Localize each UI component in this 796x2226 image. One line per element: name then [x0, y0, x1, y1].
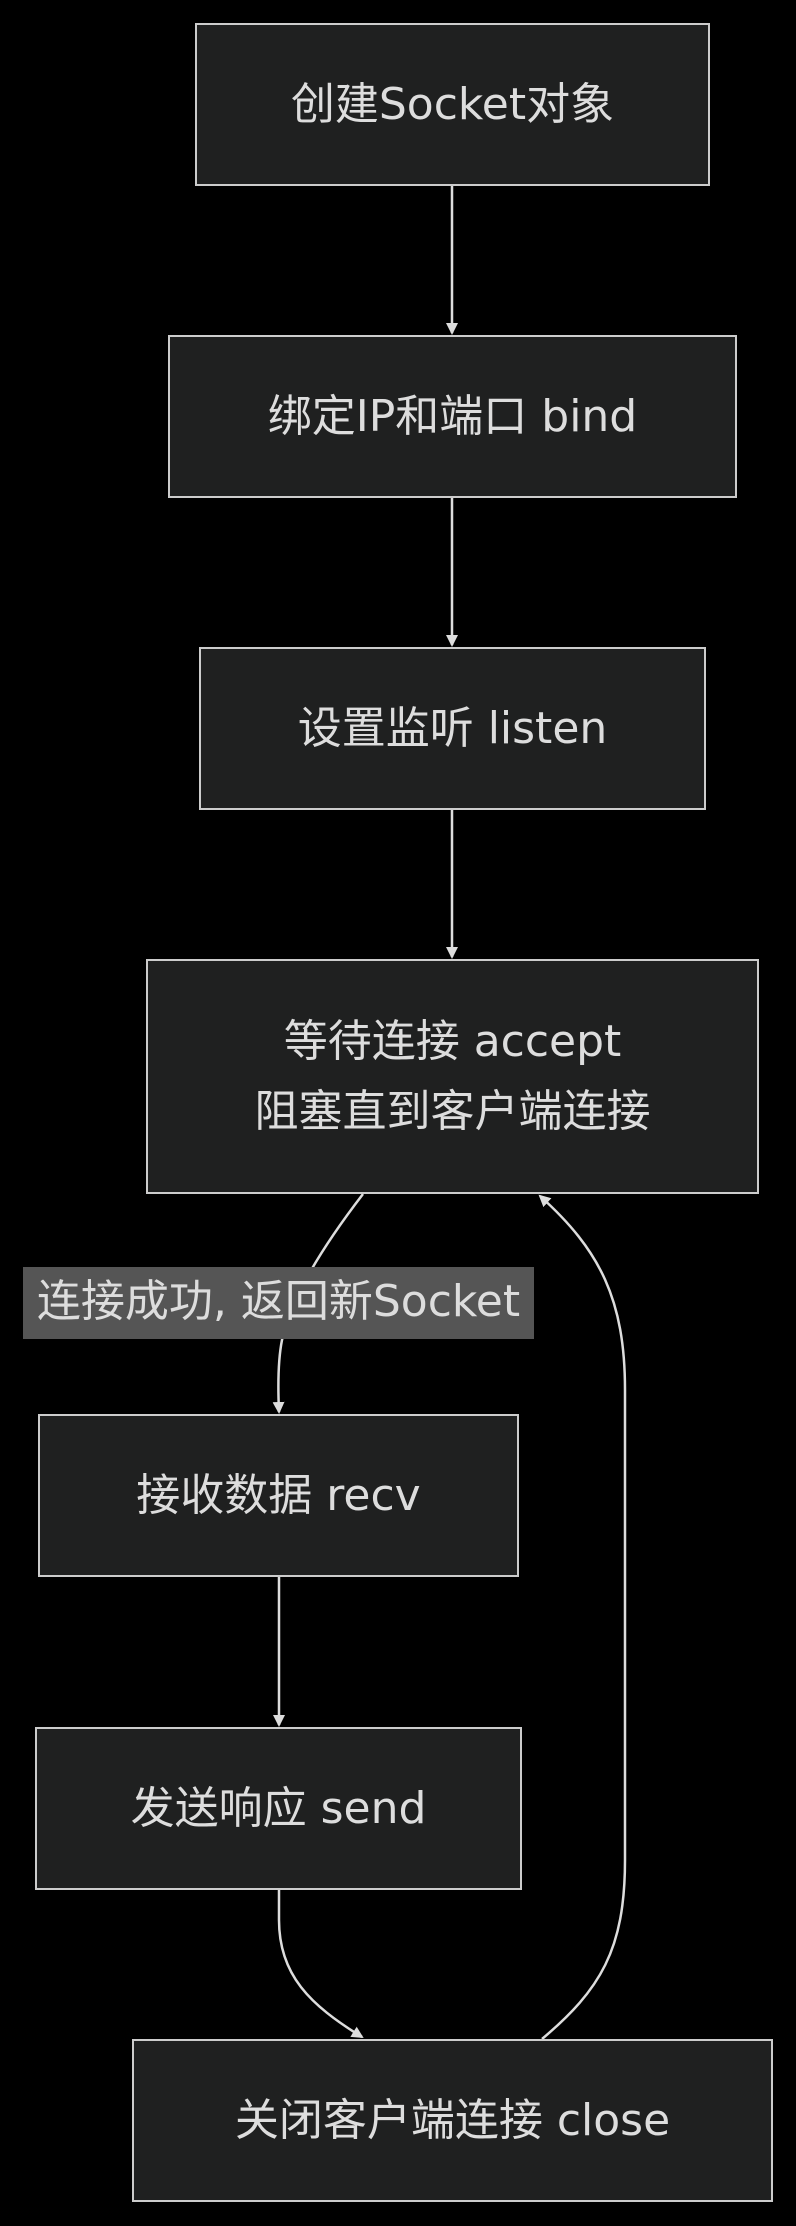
node-accept-label-line1: 等待连接 accept — [283, 1015, 622, 1067]
node-send: 发送响应 send — [35, 1727, 522, 1890]
edge-close-to-accept — [538, 1194, 627, 2040]
node-create-socket: 创建Socket对象 — [195, 23, 710, 186]
node-close: 关闭客户端连接 close — [132, 2039, 773, 2202]
node-recv: 接收数据 recv — [38, 1414, 519, 1577]
node-listen-label: 设置监听 listen — [297, 702, 608, 754]
node-listen: 设置监听 listen — [199, 647, 706, 810]
node-close-label: 关闭客户端连接 close — [234, 2094, 671, 2146]
edge-send-to-close — [277, 1890, 364, 2039]
node-bind-label: 绑定IP和端口 bind — [267, 390, 638, 442]
node-accept-label-line2: 阻塞直到客户端连接 — [254, 1085, 651, 1137]
node-bind: 绑定IP和端口 bind — [168, 335, 737, 498]
node-create-socket-label: 创建Socket对象 — [290, 78, 615, 130]
node-accept: 等待连接 accept 阻塞直到客户端连接 — [146, 959, 759, 1194]
node-recv-label: 接收数据 recv — [136, 1469, 421, 1521]
node-send-label: 发送响应 send — [130, 1782, 427, 1834]
edge-label-accept-to-recv: 连接成功, 返回新Socket — [23, 1267, 534, 1339]
